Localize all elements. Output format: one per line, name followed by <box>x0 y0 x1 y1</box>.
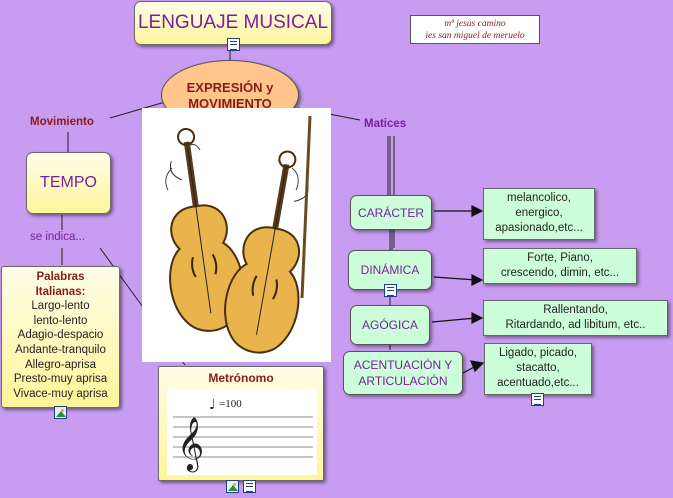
palabras-title-1: Palabras <box>36 271 85 283</box>
agogica-result-line: Rallentando, <box>543 304 608 316</box>
title-document-icon[interactable] <box>227 38 240 51</box>
dinamica-document-icon[interactable] <box>384 284 397 297</box>
palabras-item: Largo-lento <box>31 300 90 313</box>
metronomo-title: Metrónomo <box>208 371 274 385</box>
tempo-label: TEMPO <box>40 174 97 191</box>
palabras-item: lento-lento <box>33 314 88 327</box>
metronomo-image-icon[interactable] <box>226 480 239 493</box>
title-box[interactable]: LENGUAJE MUSICAL <box>134 1 332 45</box>
palabras-item: Allegro-aprisa <box>25 358 96 371</box>
palabras-item: Adagio-despacio <box>17 329 104 342</box>
palabras-item: Vivace-muy aprisa <box>13 387 108 400</box>
bow <box>300 115 312 299</box>
agogica-label: AGÓGICA <box>361 318 418 332</box>
title-text: LENGUAJE MUSICAL <box>137 12 329 33</box>
palabras-title-2: Italianas: <box>35 285 86 298</box>
palabras-image-icon[interactable] <box>54 406 67 419</box>
acentuacion-node[interactable]: ACENTUACIÓN Y ARTICULACIÓN <box>343 351 463 395</box>
dinamica-label: DINÁMICA <box>360 263 420 277</box>
metronomo-node[interactable]: Metrónomo 𝄞 ♩ =100 <box>158 366 324 481</box>
palabras-item: Presto-muy aprisa <box>13 373 108 386</box>
dinamica-result-line: Forte, Piano, <box>527 252 593 264</box>
left-cello <box>169 127 245 332</box>
acentuacion-result-line: acentuado,etc... <box>497 377 579 389</box>
quarter-note-icon: ♩ <box>209 397 216 413</box>
caracter-result-line: energico, <box>515 207 563 219</box>
acentuacion-result[interactable]: Ligado, picado, stacatto, acentuado,etc.… <box>484 343 592 395</box>
caracter-result-line: apasionado,etc... <box>495 222 583 234</box>
central-line2: MOVIMIENTO <box>188 96 272 111</box>
caracter-node[interactable]: CARÁCTER <box>350 195 432 230</box>
cellos-illustration <box>142 108 331 362</box>
link-se-indica: se indica... <box>30 231 85 243</box>
agogica-node[interactable]: AGÓGICA <box>350 305 430 345</box>
author-school: ies san miguel de meruelo <box>425 31 525 41</box>
treble-staff: 𝄞 ♩ <box>173 397 313 472</box>
caracter-label: CARÁCTER <box>357 205 424 220</box>
palabras-italianas-node[interactable]: Palabras Italianas: Largo-lento lento-le… <box>1 266 120 408</box>
treble-clef-icon: 𝄞 <box>177 416 204 472</box>
dinamica-result[interactable]: Forte, Piano, crescendo, dimin, etc... <box>483 248 637 284</box>
link-movimiento: Movimiento <box>30 116 94 128</box>
agogica-result[interactable]: Rallentando, Ritardando, ad libitum, etc… <box>483 300 668 336</box>
dinamica-result-line: crescendo, dimin, etc... <box>500 267 620 279</box>
cellos-drawing <box>165 115 312 354</box>
dinamica-node[interactable]: DINÁMICA <box>348 250 432 290</box>
author-box: mª jesús camino ies san miguel de meruel… <box>410 15 540 44</box>
acentuacion-result-line: Ligado, picado, <box>498 347 577 359</box>
agogica-result-line: Ritardando, ad libitum, etc.. <box>505 319 646 331</box>
caracter-result[interactable]: melancolico, energico, apasionado,etc... <box>483 188 595 240</box>
caracter-result-line: melancolico, <box>507 192 571 204</box>
link-matices: Matices <box>364 118 407 130</box>
author-name: mª jesús camino <box>444 19 506 29</box>
metronomo-document-icon[interactable] <box>243 480 256 493</box>
acentuacion-label: ACENTUACIÓN Y ARTICULACIÓN <box>353 358 453 388</box>
tempo-node[interactable]: TEMPO <box>26 152 111 214</box>
metronomo-staff-area: 𝄞 ♩ <box>167 389 317 475</box>
acentuacion-result-line: stacatto, <box>516 362 560 374</box>
acentuacion-document-icon[interactable] <box>531 393 544 406</box>
right-cello <box>224 150 309 354</box>
central-line1: EXPRESIÓN y <box>186 80 274 95</box>
palabras-item: Andante-tranquilo <box>15 343 106 356</box>
metronomo-tempo-mark: =100 <box>219 398 242 410</box>
